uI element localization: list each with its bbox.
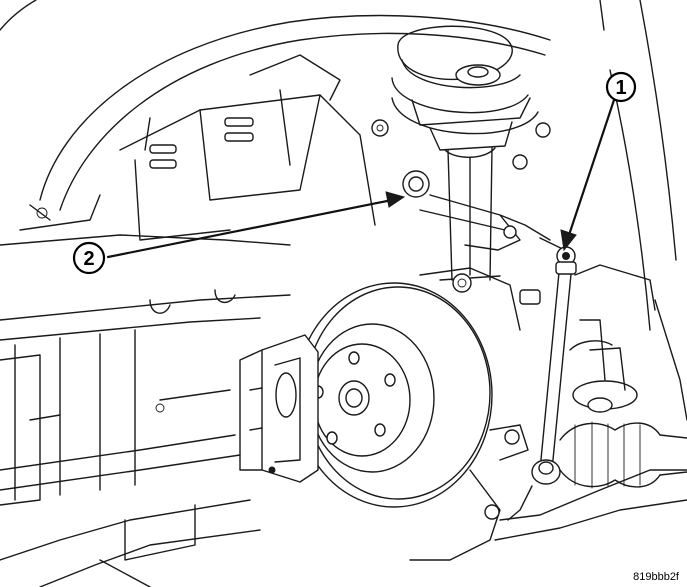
axle-boot — [559, 421, 687, 489]
strut-bracket — [419, 194, 576, 256]
brake-caliper — [239, 334, 319, 483]
figure-id: 819bbb2f — [633, 571, 680, 583]
inner-fender-bracket — [119, 54, 389, 241]
strut-body — [439, 147, 501, 281]
frame-rails — [0, 194, 656, 587]
callout-arrow-1 — [560, 98, 616, 252]
steering-knuckle — [409, 267, 687, 561]
brake-rotor — [295, 282, 493, 508]
callout-arrow-2 — [106, 191, 406, 259]
callout-2-label: 2 — [83, 248, 94, 270]
lower-bushing — [569, 340, 638, 413]
stabilizer-link — [507, 246, 577, 521]
callout-1-label: 1 — [615, 77, 626, 99]
coil-spring — [391, 25, 551, 170]
strut-nut — [402, 170, 430, 198]
callout-1: 1 — [605, 71, 637, 103]
callout-2: 2 — [72, 241, 106, 275]
